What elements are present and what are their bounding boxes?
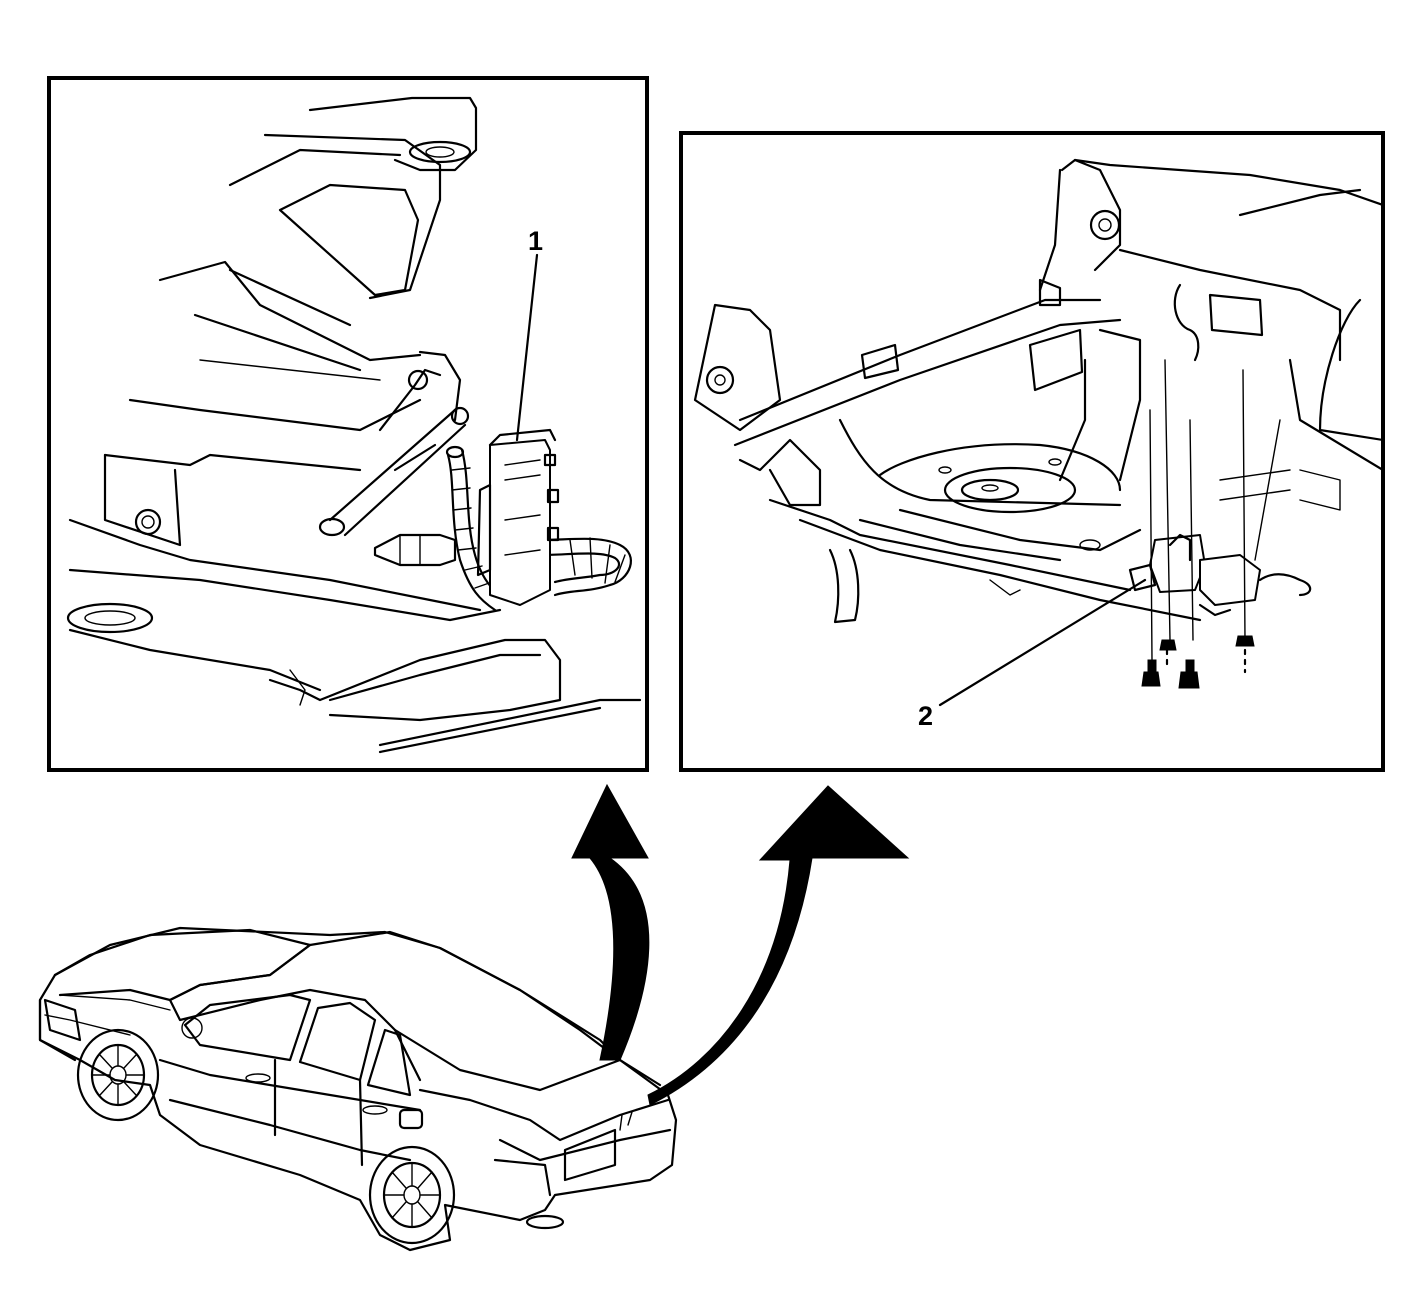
left-quarter-panel [693,278,1122,507]
nut-2 [1235,635,1255,647]
callout-1-leader [515,253,539,442]
spare-tire-well [838,328,1142,562]
nut-1 [1159,639,1177,651]
rear-shelf-panel [128,96,478,432]
arrow-to-left-view [571,783,650,1061]
control-module [476,428,560,606]
left-detail-view [47,76,649,772]
callout-1-label: 1 [528,226,543,256]
right-detail-view [679,131,1385,772]
front-wheel [76,1028,160,1122]
arrows [571,783,910,1106]
vehicle-overview [38,926,678,1252]
bolt-2 [1178,671,1200,689]
trunk-floor [66,453,642,754]
callout-2-leader [938,578,1147,707]
left-detail-frame [47,76,649,772]
arrow-to-right-view [647,785,910,1106]
bolt-1 [1141,671,1161,687]
right-detail-frame [679,131,1385,772]
callout-2-label: 2 [918,701,933,731]
body-shell [1038,158,1381,471]
gas-strut [318,350,470,537]
fasteners [1141,359,1281,689]
lower-body [768,469,1341,624]
rear-wheel [368,1145,456,1245]
